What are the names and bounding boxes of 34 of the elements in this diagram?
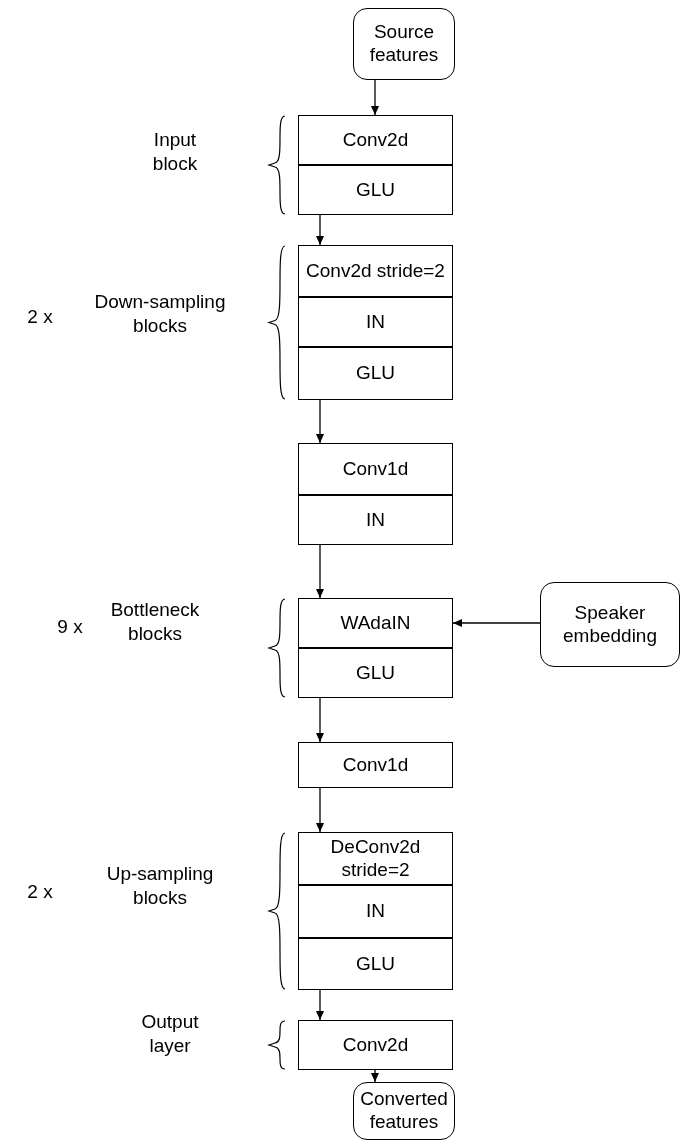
block-label: 9 x <box>56 615 84 639</box>
block-label: Up-sampling blocks <box>105 862 215 910</box>
terminal-box: Converted features <box>353 1082 455 1140</box>
layer-box: WAdaIN <box>298 598 453 648</box>
arrow <box>316 787 324 833</box>
arrow <box>316 214 324 246</box>
arrow <box>316 697 324 743</box>
layer-box: DeConv2d stride=2 <box>298 832 453 885</box>
arrow <box>371 1069 379 1083</box>
block-label: 2 x <box>26 880 54 904</box>
layer-box: Conv2d stride=2 <box>298 245 453 297</box>
terminal-box: Speaker embedding <box>540 582 680 667</box>
arrow <box>316 989 324 1021</box>
arrow <box>316 544 324 599</box>
block-label: 2 x <box>26 305 54 329</box>
layer-box: Conv1d <box>298 443 453 495</box>
block-label: Input block <box>151 128 199 176</box>
block-label: Down-sampling blocks <box>93 290 227 338</box>
layer-box: IN <box>298 495 453 545</box>
layer-box: GLU <box>298 648 453 698</box>
arrow <box>371 79 379 116</box>
terminal-box: Source features <box>353 8 455 80</box>
layer-box: IN <box>298 297 453 347</box>
arrow <box>316 399 324 444</box>
layer-box: IN <box>298 885 453 938</box>
arrow <box>452 619 541 627</box>
layer-box: Conv1d <box>298 742 453 788</box>
layer-box: GLU <box>298 938 453 990</box>
layer-box: GLU <box>298 347 453 400</box>
layer-box: Conv2d <box>298 1020 453 1070</box>
layer-box: GLU <box>298 165 453 215</box>
layer-box: Conv2d <box>298 115 453 165</box>
block-label: Output layer <box>140 1010 200 1058</box>
block-label: Bottleneck blocks <box>109 598 201 646</box>
